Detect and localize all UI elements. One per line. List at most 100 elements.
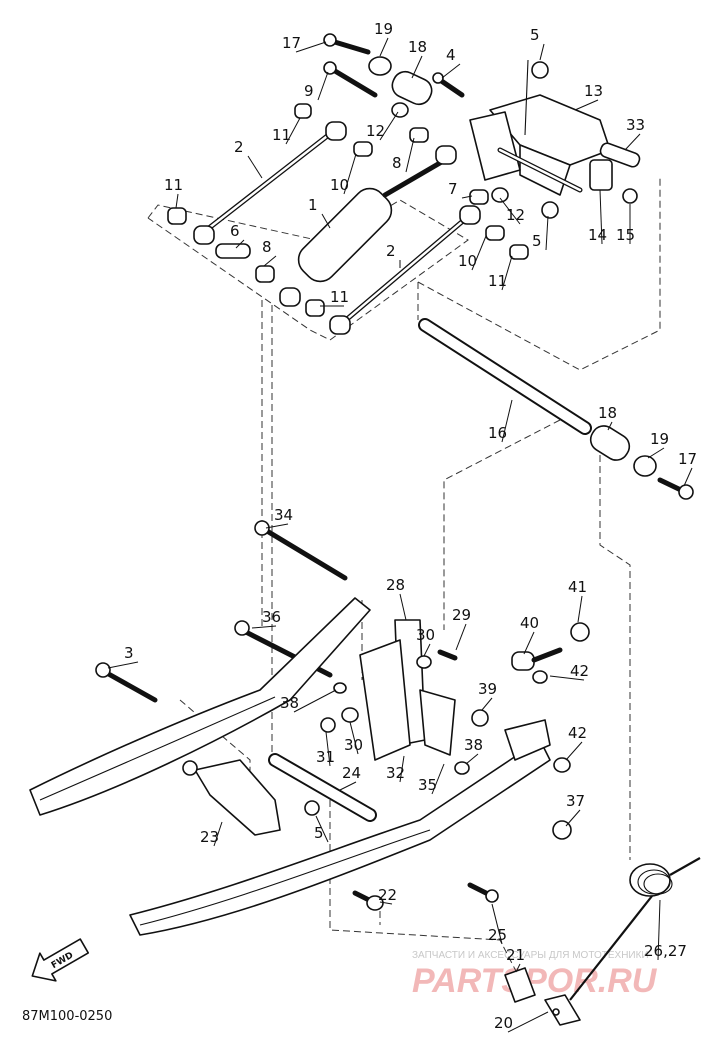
callout-number: 38: [280, 694, 299, 712]
bushing: [353, 141, 373, 157]
callout-leader: [481, 697, 493, 711]
lower-arm: [194, 759, 281, 836]
callout-number: 35: [418, 776, 437, 794]
callout-number: 25: [488, 926, 507, 944]
callout-number: 23: [200, 828, 219, 846]
callout-number: 18: [598, 404, 617, 422]
callout-leader: [577, 595, 583, 623]
callout-number: 14: [588, 226, 607, 244]
callout-number: 31: [316, 748, 335, 766]
callout-leader: [251, 625, 277, 629]
callout-number: 30: [344, 736, 363, 754]
callout-leader: [411, 55, 423, 79]
bushing: [485, 225, 505, 241]
callout-leaders: [107, 37, 693, 1033]
callout-number: 5: [532, 232, 542, 250]
bushing: [511, 651, 535, 671]
callout-leader: [501, 255, 513, 291]
callout-number: 15: [616, 226, 635, 244]
callout-leader: [683, 467, 693, 487]
callout-number: 26,27: [644, 942, 687, 960]
shaft-assembly: [418, 318, 694, 500]
callout-leader: [295, 41, 327, 53]
link-frame-side: [419, 689, 456, 756]
fwd-direction-arrow: FWD: [31, 938, 90, 982]
callout-number: 37: [566, 792, 585, 810]
callout-number: 7: [448, 180, 458, 198]
callout-leader: [499, 197, 521, 225]
callout-leader: [315, 815, 329, 843]
callout-leader: [339, 781, 357, 791]
callout-leader: [379, 901, 393, 905]
nut: [541, 201, 559, 219]
callout-leader: [565, 809, 581, 827]
callout-leader: [399, 755, 405, 783]
callout-number: 18: [408, 38, 427, 56]
callout-number: 5: [314, 824, 324, 842]
callout-leader: [501, 399, 513, 443]
callout-leader: [379, 111, 399, 141]
callout-number: 22: [378, 886, 397, 904]
callout-number: 11: [330, 288, 349, 306]
callout-leader: [175, 193, 179, 209]
callout-number: 10: [330, 176, 349, 194]
slide-rail-left: [29, 597, 371, 816]
collar: [391, 70, 433, 106]
callout-number: 41: [568, 578, 587, 596]
callout-leader: [285, 117, 301, 145]
callout-number: 11: [164, 176, 183, 194]
upper-arm-assembly: [167, 33, 641, 335]
bushing: [509, 244, 529, 260]
callout-leader: [317, 71, 329, 101]
callout-leader: [539, 43, 545, 61]
callout-number: 4: [446, 46, 456, 64]
rod-end: [325, 121, 347, 141]
callout-leader: [405, 137, 415, 173]
callout-number: 17: [282, 34, 301, 52]
callout-number: 8: [392, 154, 402, 172]
callout-number: 17: [678, 450, 697, 468]
collar: [215, 243, 251, 259]
callout-leader: [549, 675, 585, 681]
callout-number: 42: [570, 662, 589, 680]
callout-leader: [399, 593, 407, 621]
bushing: [294, 103, 312, 119]
callout-leader: [265, 523, 289, 529]
watermark-tagline: ЗАПЧАСТИ И АКСЕССУАРЫ ДЛЯ МОТОТЕХНИКИ: [412, 950, 649, 961]
callout-leader: [599, 189, 603, 245]
callout-leader: [657, 899, 661, 961]
callout-leader: [321, 213, 331, 229]
callout-number: 29: [452, 606, 471, 624]
callout-number: 16: [488, 424, 507, 442]
arm-pivot-block: [469, 111, 521, 181]
callout-leader: [647, 447, 665, 459]
callout-number: 19: [650, 430, 669, 448]
callout-leader: [465, 753, 479, 765]
callout-number: 40: [520, 614, 539, 632]
callout-number: 32: [386, 764, 405, 782]
callout-number: 38: [464, 736, 483, 754]
callout-number: 12: [506, 206, 525, 224]
callout-number: 12: [366, 122, 385, 140]
washer: [368, 56, 392, 76]
rubber-stopper: [589, 159, 613, 191]
rod-end: [193, 225, 215, 245]
bushing: [469, 189, 489, 205]
callout-leader: [491, 903, 503, 945]
spring-bracket: [544, 994, 581, 1026]
torsion-spring: [569, 857, 701, 1001]
callout-number: 2: [386, 242, 396, 260]
nut: [622, 188, 638, 204]
callout-number: 10: [458, 252, 477, 270]
callout-number: 24: [342, 764, 361, 782]
callout-leader: [247, 155, 263, 179]
callout-number: 5: [530, 26, 540, 44]
callout-number: 33: [626, 116, 645, 134]
spacer-tube: [599, 142, 641, 168]
callout-leader: [431, 763, 445, 795]
callout-leader: [565, 741, 583, 761]
washer: [633, 455, 657, 477]
callout-leader: [263, 255, 277, 267]
callout-leader: [515, 963, 521, 973]
callout-number: 28: [386, 576, 405, 594]
